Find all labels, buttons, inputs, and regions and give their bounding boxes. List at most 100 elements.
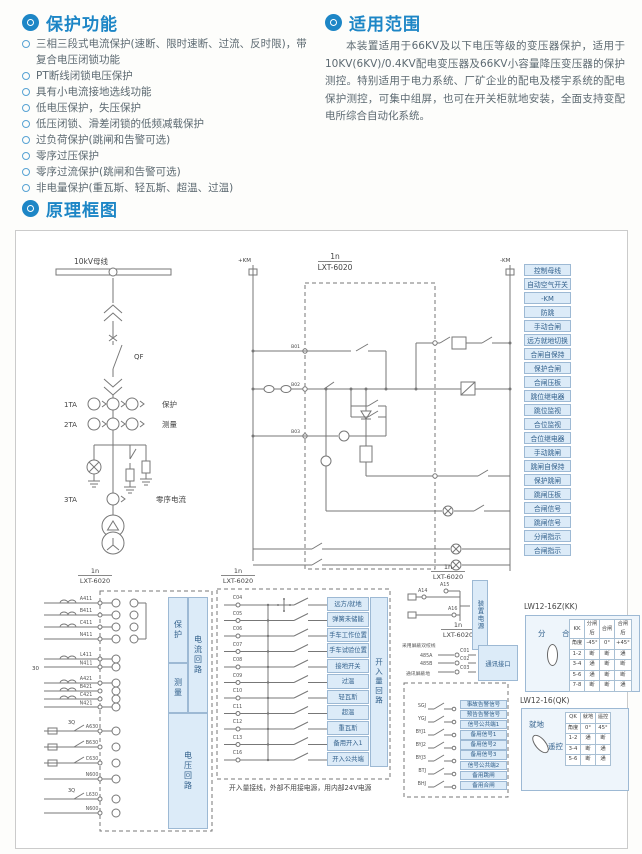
analog-terminal: C630 <box>86 756 99 762</box>
diagram-section-header: 原理框图 <box>22 196 118 221</box>
power-supply-diagram <box>407 588 470 621</box>
ring-bullet-icon <box>22 136 30 144</box>
ring-bullet-icon <box>22 88 30 96</box>
pt-switch-label: 3Q <box>68 720 75 726</box>
protection-section-header: 保护功能 <box>22 10 118 35</box>
signal-label-box: 备用信号2 <box>460 740 507 750</box>
row-ref-label: 30 <box>32 666 39 672</box>
negative-rail-label: -KM <box>500 258 511 264</box>
control-label-box: 跳位继电器 <box>524 389 571 403</box>
control-label-box: 合闸压板 <box>524 375 571 389</box>
section-badge-icon <box>325 14 342 31</box>
analog-terminal: A421 <box>80 676 92 682</box>
control-terminal: B02 <box>291 382 300 388</box>
control-label-box: 自动空气开关 <box>524 277 571 291</box>
measure-tag: 测量 <box>162 420 177 429</box>
control-label-box: 手动跳闸 <box>524 445 571 459</box>
analog-measure-box: 测量 <box>168 663 188 713</box>
signal-contact-name: SGJ <box>417 704 426 709</box>
protection-feature-item: PT断线闭锁电压保护 <box>22 68 316 84</box>
control-label-box: 控制母线 <box>524 264 571 277</box>
digital-label-box: 过温 <box>327 674 369 689</box>
digital-label-column: 远方/就地弹簧未储能手车工作位置手车试验位置接地开关过温轻瓦斯超温重瓦斯备用开入… <box>327 597 369 767</box>
analog-terminal: L630 <box>86 792 98 798</box>
ring-bullet-icon <box>22 184 30 192</box>
analog-terminal: A411 <box>80 596 92 602</box>
scope-section-header: 适用范围 <box>325 10 421 35</box>
digital-terminal: C09 <box>232 673 243 679</box>
signal-label-box: 备用信号1 <box>460 730 507 740</box>
control-circuit-diagram <box>248 265 515 571</box>
analog-terminal: N421 <box>80 701 93 707</box>
control-label-box: 保护合闸 <box>524 361 571 375</box>
qk-local-label: 就地 <box>529 720 544 729</box>
digital-label-box: 轻瓦斯 <box>327 689 369 705</box>
positive-rail-label: +KM <box>238 258 251 264</box>
analog-terminal: B411 <box>80 608 92 614</box>
digital-terminal: C10 <box>232 689 243 694</box>
comms-terminal: C02 <box>460 656 469 662</box>
protection-feature-item: 低压闭锁、滑差闭锁的低频减载保护 <box>22 116 316 132</box>
digital-terminal: C11 <box>232 704 243 710</box>
digital-label-box: 手车试验位置 <box>327 643 369 658</box>
digital-terminal: C08 <box>232 658 243 663</box>
protection-feature-item: 非电量保护(重瓦斯、轻瓦斯、超温、过温) <box>22 180 316 196</box>
analog-terminal: N411 <box>80 661 93 667</box>
control-label-box: 防跳 <box>524 305 571 319</box>
comms-line-label: 485A <box>420 653 433 659</box>
digital-input-diagram <box>216 588 391 780</box>
digital-label-box: 手车工作位置 <box>327 627 369 643</box>
digital-input-note: 开入量接线，外部不用接电源，用内部24V电源 <box>229 784 372 792</box>
analog-terminal: C411 <box>80 620 93 626</box>
signal-contact-name: BYJ3 <box>415 756 426 761</box>
signal-contact-name: YGJ <box>417 717 426 722</box>
power-terminal: A15 <box>440 582 449 588</box>
comms-note: 采用屏蔽双绞线 <box>402 642 436 649</box>
digital-label-box: 备用开入1 <box>327 736 369 751</box>
control-label-box: 分闸指示 <box>524 529 571 542</box>
protection-feature-item: 零序过流保护(跳闸和告警可选) <box>22 164 316 180</box>
kk-open-label: 分 <box>538 629 546 638</box>
protection-feature-item: 低电压保护，失压保护 <box>22 100 316 116</box>
protect-tag: 保护 <box>162 399 177 409</box>
protection-feature-text: 低电压保护，失压保护 <box>36 102 141 114</box>
schematic-canvas: 10kV母线 QF 1TA 2TA 3TA 保护 测量 零序电流 +KM -KM… <box>32 256 515 832</box>
control-label-box: -KM <box>524 291 571 305</box>
kk-close-label: 合 <box>562 629 570 638</box>
protection-feature-text: PT断线闭锁电压保护 <box>36 70 133 82</box>
digital-terminal: C07 <box>232 642 243 648</box>
comms-port-box: 通讯接口 <box>478 645 518 681</box>
digital-terminal: C13 <box>232 735 243 741</box>
signal-contact-name: BYJ1 <box>415 730 426 735</box>
ring-bullet-icon <box>22 104 30 112</box>
protection-feature-text: 零序过压保护 <box>36 150 99 162</box>
ring-bullet-icon <box>22 72 30 80</box>
signal-contact-name: BTJ <box>418 769 426 774</box>
analog-terminal: A630 <box>86 724 98 730</box>
analog-terminal: N411 <box>80 632 93 638</box>
analog-input-diagram <box>44 590 213 832</box>
analog-terminal: N600 <box>86 772 99 778</box>
protection-feature-text: 零序过流保护(跳闸和告警可选) <box>36 166 181 178</box>
qk-remote-label: 遥控 <box>548 742 563 751</box>
power-terminal: A14 <box>418 588 427 594</box>
comms-terminal: C01 <box>460 648 469 654</box>
control-label-box: 合闸信号 <box>524 501 571 515</box>
control-label-box: 合闸自保持 <box>524 347 571 361</box>
control-label-box: 合位监视 <box>524 417 571 431</box>
scope-paragraph: 本装置适用于66KV及以下电压等级的变压器保护，适用于10KV(6KV)/0.4… <box>325 40 625 122</box>
control-terminal: B01 <box>291 344 300 350</box>
ring-bullet-icon <box>22 120 30 128</box>
control-label-box: 跳闸信号 <box>524 515 571 529</box>
digital-label-box: 远方/就地 <box>327 597 369 612</box>
kk-switch-title: LW12-16Z(KK) <box>524 602 578 611</box>
ring-bullet-icon <box>22 40 30 48</box>
pt-switch-label: 3Q <box>68 788 75 794</box>
control-label-box: 合位继电器 <box>524 431 571 445</box>
control-terminal: B03 <box>291 429 300 435</box>
